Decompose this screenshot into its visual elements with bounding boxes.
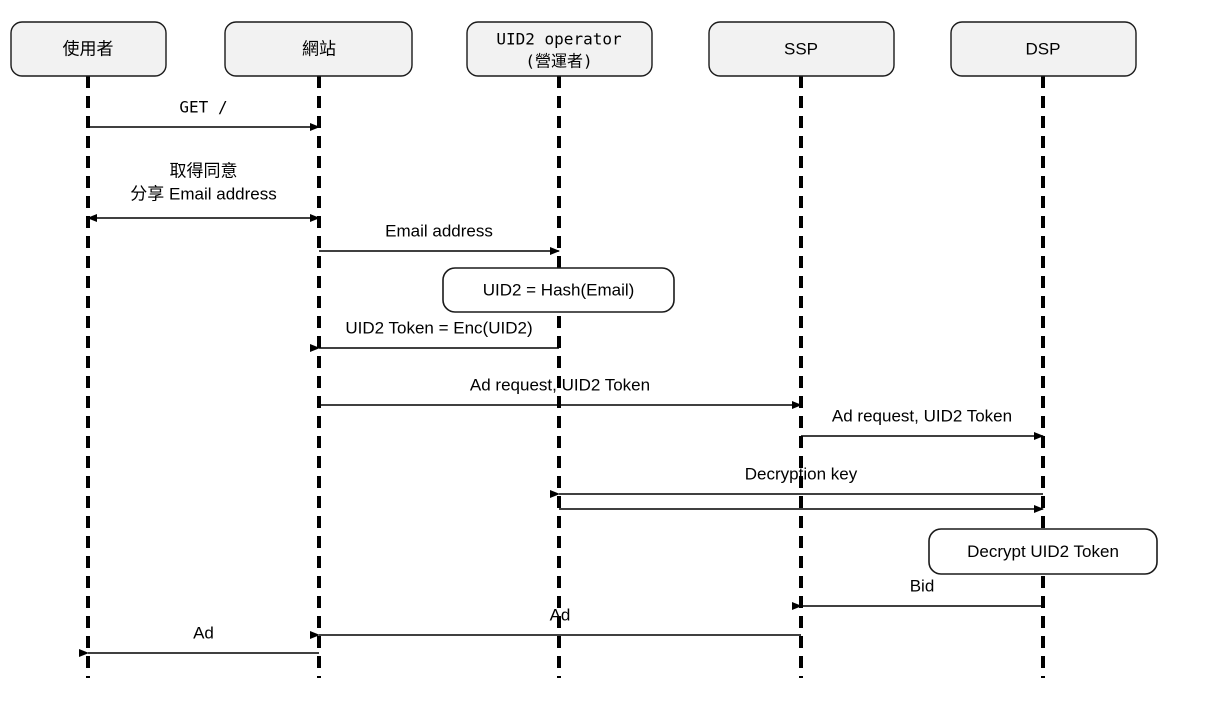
actor-box-website xyxy=(224,21,413,77)
actor-label-user: 使用者 xyxy=(63,38,114,58)
message-sublabel-m2: 分享 Email address xyxy=(130,184,276,203)
actor-label-ssp: SSP xyxy=(784,39,818,58)
message-label-m6: Ad request, UID2 Token xyxy=(832,406,1012,425)
actor-ssp[interactable]: SSP xyxy=(708,21,895,77)
process-label-p2: Decrypt UID2 Token xyxy=(967,542,1119,561)
message-m1[interactable]: GET / xyxy=(88,98,320,131)
actor-box-user xyxy=(10,21,167,77)
lifelines-layer xyxy=(86,76,1045,678)
message-m7[interactable]: Decryption key xyxy=(550,464,1043,498)
actor-label-website: 網站 xyxy=(302,39,336,58)
message-m5[interactable]: Ad request, UID2 Token xyxy=(319,375,802,409)
actor-label-operator: UID2 operator xyxy=(496,30,622,49)
actor-operator[interactable]: UID2 operator (營運者) xyxy=(466,21,653,77)
message-m6[interactable]: Ad request, UID2 Token xyxy=(801,406,1044,440)
actor-label-dsp: DSP xyxy=(1026,39,1061,58)
actor-sublabel-operator: (營運者) xyxy=(525,52,592,71)
message-label-m4: UID2 Token = Enc(UID2) xyxy=(345,318,532,337)
message-label-m10: Ad xyxy=(550,605,571,624)
message-label-m7: Decryption key xyxy=(745,464,858,483)
processes-layer: UID2 = Hash(Email) Decrypt UID2 Token xyxy=(442,267,1158,575)
message-m9[interactable]: Bid xyxy=(792,576,1043,610)
process-p2[interactable]: Decrypt UID2 Token xyxy=(928,528,1158,575)
message-label-m11: Ad xyxy=(193,623,214,642)
actor-dsp[interactable]: DSP xyxy=(950,21,1137,77)
process-box-p1 xyxy=(442,267,675,313)
process-p1[interactable]: UID2 = Hash(Email) xyxy=(442,267,675,313)
message-label-m2: 取得同意 xyxy=(170,161,238,180)
message-label-m9: Bid xyxy=(910,576,935,595)
message-label-m5: Ad request, UID2 Token xyxy=(470,375,650,394)
actor-box-dsp xyxy=(950,21,1137,77)
process-label-p1: UID2 = Hash(Email) xyxy=(483,280,635,299)
message-label-m1: GET / xyxy=(179,98,227,117)
process-box-p2 xyxy=(928,528,1158,575)
message-m11[interactable]: Ad xyxy=(79,623,319,657)
actors-layer: 使用者 網站 UID2 operator (營運者) SSP DSP xyxy=(10,21,1137,77)
actor-box-ssp xyxy=(708,21,895,77)
message-m10[interactable]: Ad xyxy=(310,605,801,639)
actor-box-operator xyxy=(466,21,653,77)
message-m4[interactable]: UID2 Token = Enc(UID2) xyxy=(310,318,559,352)
message-m3[interactable]: Email address xyxy=(319,221,560,255)
actor-website[interactable]: 網站 xyxy=(224,21,413,77)
actor-user[interactable]: 使用者 xyxy=(10,21,167,77)
message-label-m3: Email address xyxy=(385,221,493,240)
